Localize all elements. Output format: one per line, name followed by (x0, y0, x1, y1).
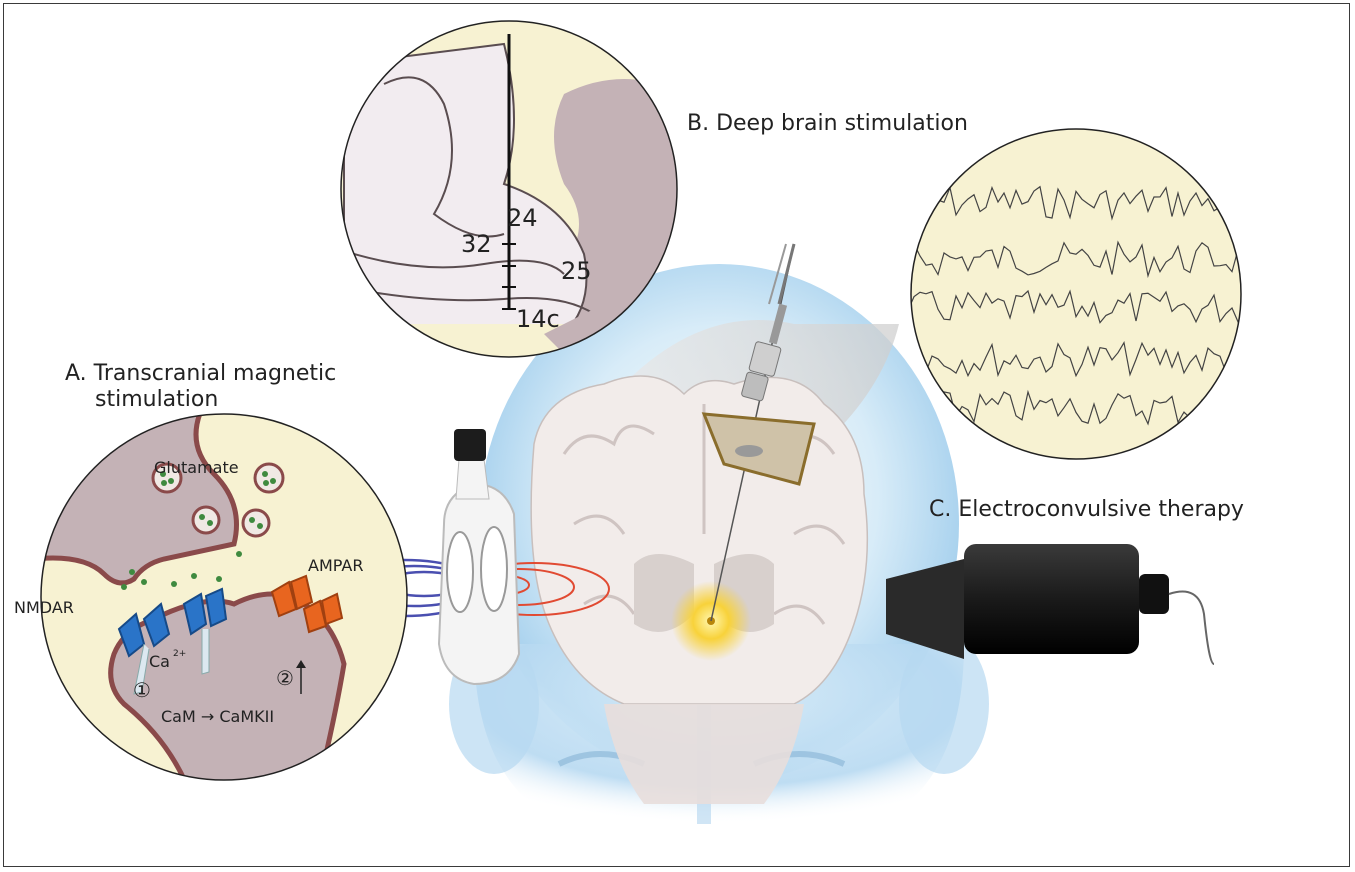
ect-title: C. Electroconvulsive therapy (929, 495, 1244, 524)
cam-camkii-label: CaM → CaMKII (161, 707, 274, 726)
dbs-title: B. Deep brain stimulation (687, 109, 968, 138)
tms-title-line1: A. Transcranial magnetic (65, 359, 336, 388)
tms-title-line2: stimulation (95, 385, 218, 414)
area-label-14c: 14c (516, 305, 560, 333)
right-ear (899, 634, 989, 774)
area-label-32: 32 (461, 230, 492, 258)
step-2-marker: ② (276, 666, 294, 690)
calcium-label: Ca (149, 652, 170, 671)
nmdar-label: NMDAR (14, 598, 74, 617)
step-1-marker: ① (133, 678, 151, 702)
area-label-25: 25 (561, 257, 592, 285)
area-label-24: 24 (507, 204, 538, 232)
calcium-charge-label: 2+ (173, 649, 186, 659)
ampar-label: AMPAR (308, 556, 363, 575)
eeg-inset (909, 129, 1244, 459)
glutamate-label: Glutamate (154, 458, 239, 477)
illustration: 24 32 25 14c (4, 4, 1350, 867)
probe-cable (1169, 592, 1214, 665)
figure-frame: 24 32 25 14c (3, 3, 1350, 867)
synapse-inset: Glutamate NMDAR AMPAR Ca 2+ ① ② CaM → Ca… (14, 404, 407, 804)
